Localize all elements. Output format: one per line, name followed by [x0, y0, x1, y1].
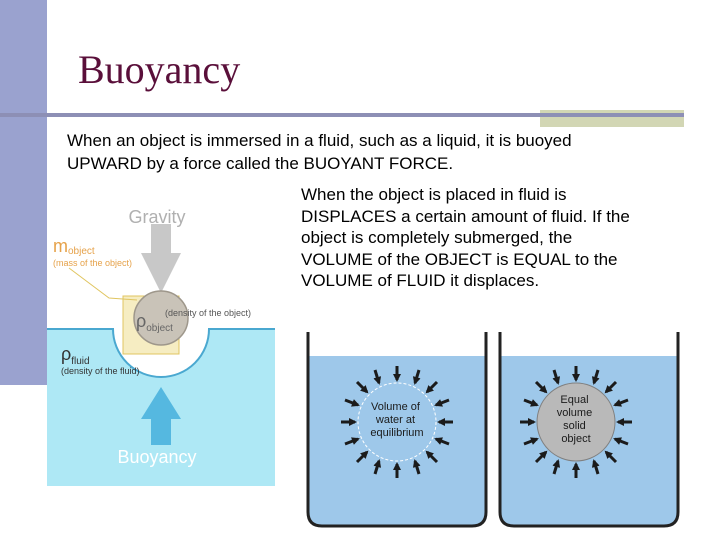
intro-text: When an object is immersed in a fluid, s…: [67, 131, 572, 173]
buoyancy-diagram: Gravity mobject (mass of the object) ρob…: [47, 207, 275, 486]
object-ball: [133, 290, 189, 346]
buoyancy-arrow: [141, 387, 181, 445]
displacement-text: When the object is placed in fluid is DI…: [301, 185, 630, 290]
rho-object-symbol: ρobject: [136, 311, 173, 334]
title-rule: [0, 113, 684, 117]
rho-fluid-symbol: ρfluid: [61, 344, 90, 367]
density-object-note: (density of the object): [165, 308, 251, 318]
displacement-beakers: Volume of water at equilibrium: [306, 332, 680, 528]
beaker-water: Volume of water at equilibrium: [306, 332, 488, 528]
slide-title: Buoyancy: [78, 47, 241, 92]
gravity-label: Gravity: [128, 207, 185, 227]
density-fluid-note: (density of the fluid): [61, 366, 140, 376]
gravity-arrow: [141, 224, 181, 293]
mass-leader-line: [68, 267, 138, 301]
beaker1-label: Volume of water at equilibrium: [370, 401, 423, 439]
left-accent-bar: [0, 0, 47, 385]
buoyancy-label: Buoyancy: [117, 447, 196, 467]
mass-symbol: mobject: [53, 236, 95, 257]
beaker-solid-object: Equal volume solid object: [498, 332, 680, 528]
mass-note: (mass of the object): [53, 258, 132, 268]
fluid-surface: [47, 328, 275, 378]
beaker2-label: Equal volume solid object: [557, 394, 596, 445]
